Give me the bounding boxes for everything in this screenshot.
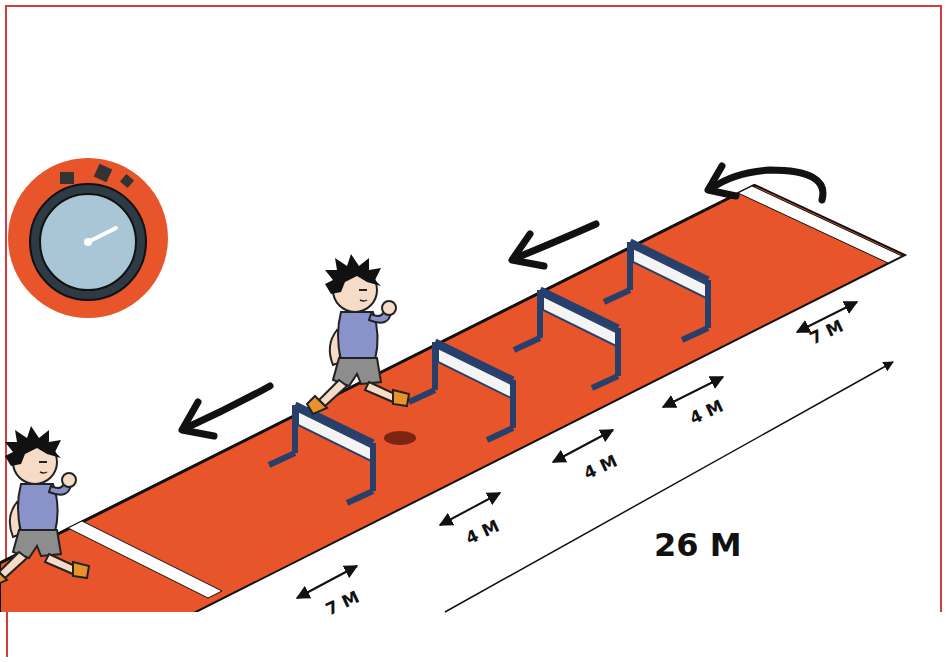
art-part: [84, 238, 92, 246]
frame-border: [6, 612, 8, 657]
stopwatch: [8, 158, 168, 318]
track-edge: [0, 185, 755, 563]
hurdle: [269, 405, 373, 503]
direction-arrow: [512, 234, 544, 266]
total-dimension-line: [445, 362, 893, 612]
shadow: [384, 431, 416, 445]
art-part: [88, 228, 116, 242]
hurdle: [514, 290, 618, 388]
runner-boy: [0, 426, 89, 586]
start-line: [68, 521, 222, 598]
dimension-label: 7 M: [806, 316, 846, 349]
runner-boy: [307, 254, 409, 414]
art-part: [94, 164, 113, 183]
art-part: [30, 184, 146, 300]
hurdle: [409, 342, 513, 440]
dimension-label: 4 M: [462, 516, 502, 549]
dimension-label: 4 M: [686, 396, 726, 429]
art-part: [120, 174, 134, 188]
crop-band: [0, 612, 948, 662]
running-track: [0, 185, 905, 620]
art-part: [60, 172, 74, 184]
direction-arrow: [182, 402, 214, 436]
turn-arrow: [708, 166, 736, 196]
dimension-label: 4 M: [580, 451, 620, 484]
art-part: [40, 194, 136, 290]
art-part: [8, 158, 168, 318]
hurdle: [604, 242, 708, 340]
total-length-label: 26 M: [654, 526, 742, 564]
